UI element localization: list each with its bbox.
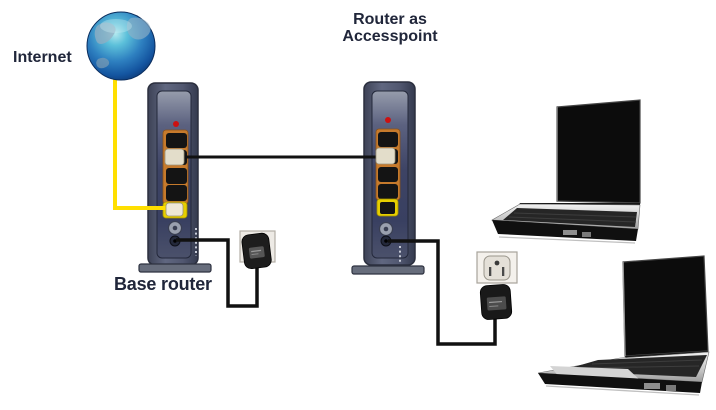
access-point-label-line2: Accesspoint — [342, 28, 438, 45]
router-stand — [138, 263, 212, 273]
adapter-label — [486, 296, 507, 311]
power-cable-access-point — [388, 239, 497, 346]
globe-landmass — [94, 22, 116, 44]
outlet-slot — [489, 267, 492, 276]
ethernet-plug-icon — [164, 148, 185, 166]
drive-bay — [666, 385, 676, 391]
laptop-2-icon — [537, 255, 710, 396]
wan-port-empty — [380, 202, 395, 214]
globe-highlight — [100, 19, 132, 33]
laptop-base-rim — [545, 385, 700, 396]
status-led-icon — [173, 121, 179, 127]
power-adapter-icon — [479, 284, 513, 320]
power-port-center — [384, 239, 388, 243]
adapter-label — [248, 246, 265, 259]
lan-port-1 — [378, 132, 398, 147]
globe-landmass — [96, 57, 110, 69]
drive-bay — [644, 383, 660, 389]
adapter-label-marks — [251, 253, 259, 256]
laptop-base-rim — [498, 236, 636, 244]
lan-port-1 — [166, 133, 187, 148]
base-router-label: Base router — [114, 274, 212, 294]
drive-bay — [563, 230, 577, 235]
base-router — [138, 82, 212, 273]
internet-label: Internet — [13, 49, 72, 66]
wall-outlet-1 — [239, 230, 276, 270]
outlet-socket — [483, 255, 511, 281]
laptop-1-icon — [490, 99, 641, 244]
lan-port-4 — [166, 185, 187, 201]
lan-port-3 — [166, 168, 187, 184]
adapter-label-marks — [488, 300, 503, 304]
laptop-keyboard — [503, 208, 637, 227]
lan-port-4 — [378, 184, 398, 199]
keyboard-row — [508, 216, 637, 223]
reset-connector-center — [383, 226, 389, 232]
access-point-label-line1: Router as — [353, 11, 427, 28]
access-point-router — [351, 81, 425, 275]
status-led-icon — [385, 117, 391, 123]
adapter-label-marks — [489, 305, 499, 307]
reset-connector-center — [172, 225, 178, 231]
power-adapter-icon — [241, 232, 272, 270]
power-cable-base-router — [176, 238, 259, 308]
access-point-label: Router as Accesspoint — [327, 11, 453, 45]
lan-port-3 — [378, 167, 398, 182]
ethernet-plug-icon — [375, 147, 396, 165]
keyboard-row — [579, 365, 700, 369]
wan-plug-icon — [165, 202, 184, 217]
globe-landmass — [126, 17, 151, 40]
outlet-ground-hole — [494, 260, 500, 266]
keyboard-row — [591, 359, 703, 365]
outlet-slot — [502, 267, 505, 276]
laptop-screen — [622, 255, 709, 357]
internet-globe-icon — [86, 11, 156, 81]
adapter-label-marks — [251, 249, 262, 253]
laptop-screen — [556, 99, 641, 204]
router-stand — [351, 265, 425, 275]
internet-wan-cable — [113, 72, 168, 210]
wall-outlet-2 — [476, 251, 518, 320]
keyboard-row — [513, 212, 637, 218]
drive-bay — [582, 232, 591, 237]
laptop-screen-edge — [622, 261, 626, 357]
laptop-front-side — [538, 373, 702, 393]
power-port-center — [173, 239, 177, 243]
